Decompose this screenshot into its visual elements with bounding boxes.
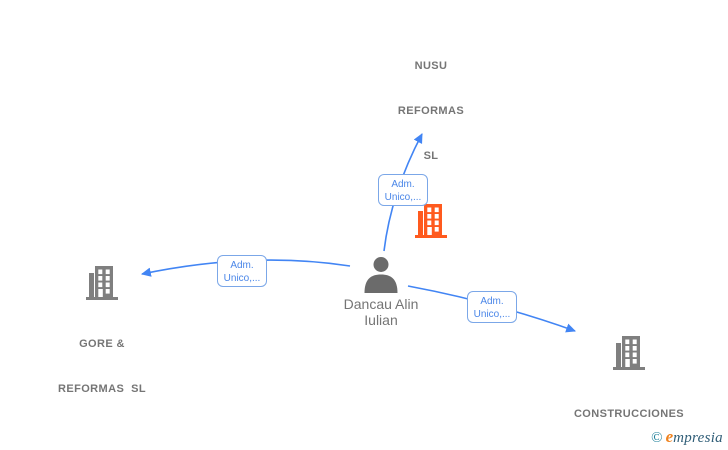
- node-gore-reformas-sl[interactable]: GORE & REFORMAS SL: [27, 264, 177, 427]
- person-name: Dancau Alin Iulian: [343, 296, 419, 328]
- node-label: GORE & REFORMAS SL: [58, 307, 146, 427]
- person-icon: [361, 255, 401, 293]
- building-icon: [84, 264, 120, 302]
- node-label: CONSTRUCCIONES Y REFORMAS...: [574, 377, 684, 450]
- edge-label-line: Unico,...: [473, 309, 511, 320]
- edge-label-line: Adm.: [230, 260, 254, 271]
- node-label: NUSU REFORMAS SL: [398, 29, 464, 194]
- building-icon-highlighted: [413, 202, 449, 240]
- edge-label-adm-unico-nusu[interactable]: Adm. Unico,...: [378, 174, 428, 206]
- edge-label-line: Adm.: [480, 296, 504, 307]
- node-construcciones-y-reformas[interactable]: CONSTRUCCIONES Y REFORMAS...: [554, 334, 704, 450]
- person-name-line: Iulian: [364, 311, 398, 328]
- edge-label-line: Adm.: [391, 179, 415, 190]
- person-name-line: Dancau Alin: [343, 296, 419, 312]
- node-label-line: REFORMAS SL: [58, 383, 146, 395]
- node-nusu-reformas-sl[interactable]: NUSU REFORMAS SL: [356, 29, 506, 240]
- empresia-logo-initial: e: [665, 427, 674, 446]
- copyright-symbol: ©: [651, 430, 663, 446]
- edge-label-line: Unico,...: [223, 273, 261, 284]
- node-label-line: SL: [423, 150, 439, 162]
- node-label-line: GORE &: [79, 338, 125, 350]
- building-icon: [611, 334, 647, 372]
- edge-label-adm-unico-gore[interactable]: Adm. Unico,...: [217, 255, 267, 287]
- edge-label-adm-unico-construcciones[interactable]: Adm. Unico,...: [467, 291, 517, 323]
- node-label-line: REFORMAS: [397, 105, 465, 117]
- node-label-line: CONSTRUCCIONES: [573, 408, 685, 420]
- empresia-logo: ©empresia: [651, 427, 723, 447]
- node-label-line: NUSU: [414, 60, 448, 72]
- edge-label-line: Unico,...: [384, 192, 422, 203]
- node-person-dancau-alin-iulian[interactable]: Dancau Alin Iulian: [306, 255, 456, 328]
- empresia-logo-text: mpresia: [673, 430, 723, 446]
